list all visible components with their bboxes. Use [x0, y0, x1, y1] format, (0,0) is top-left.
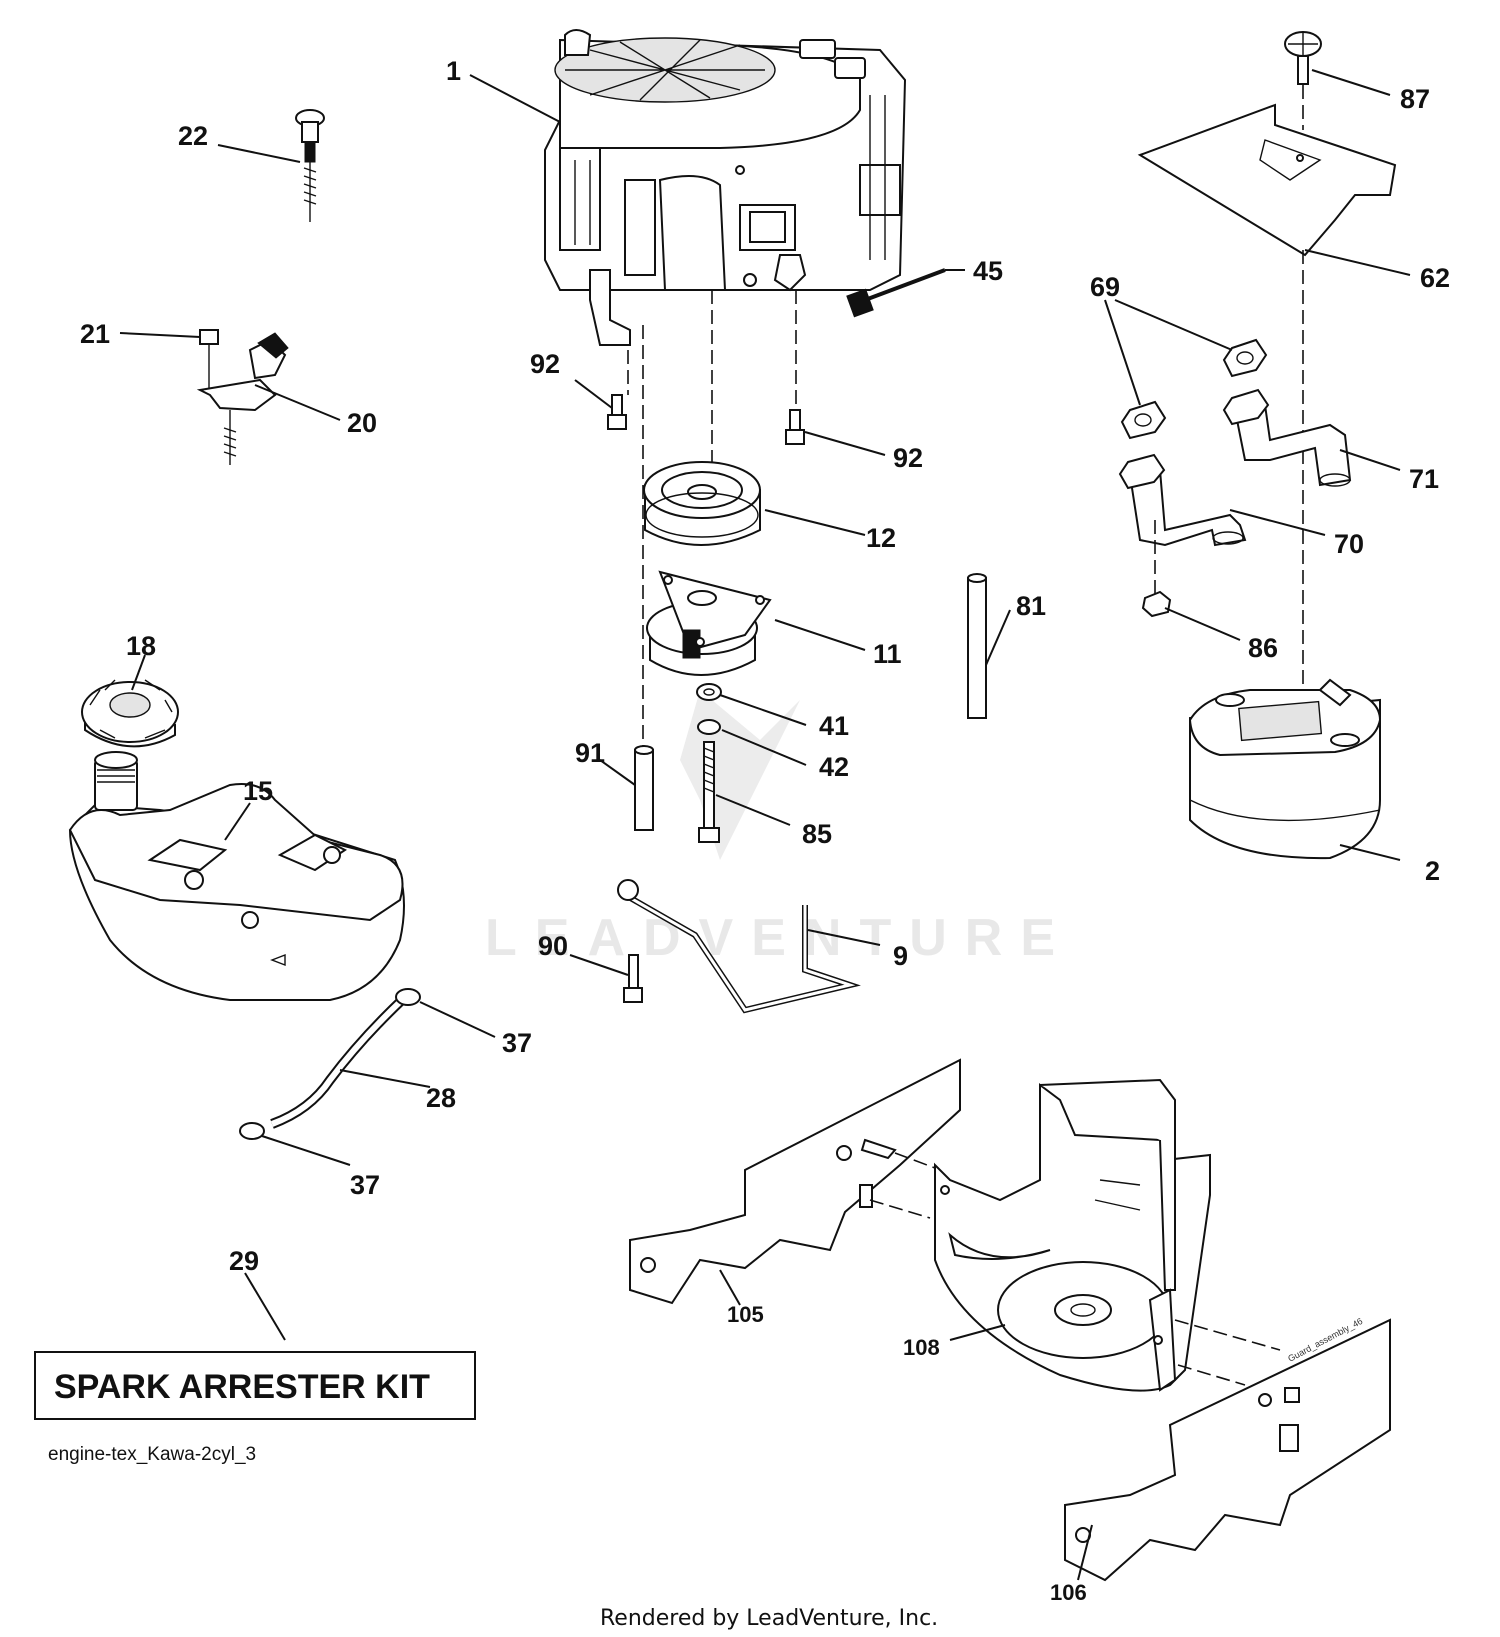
fuel-tank-part-15: [68, 751, 405, 1001]
callout-37-bottom: 37: [350, 1170, 380, 1200]
spark-arrester-kit-label: SPARK ARRESTER KIT: [54, 1368, 430, 1406]
callout-71: 71: [1409, 464, 1439, 494]
dipstick-part-22: [295, 109, 325, 222]
callout-81: 81: [1016, 591, 1046, 621]
callout-62: 62: [1420, 263, 1450, 293]
callout-90: 90: [538, 931, 568, 961]
callout-12: 12: [866, 523, 896, 553]
callout-42: 42: [819, 752, 849, 782]
fuel-line-part-28: [270, 996, 406, 1129]
fuel-cap-part-18: [81, 679, 179, 748]
callout-20: 20: [347, 408, 377, 438]
callout-21: 21: [80, 319, 110, 349]
callout-91: 91: [575, 738, 605, 768]
exhaust-pipe-part-70: [1118, 453, 1247, 547]
callouts: 1 22 21 20 92 92 45 12 11 41 42 85 91 81…: [80, 56, 1450, 1605]
watermark: LEADVENTURE: [485, 690, 1073, 967]
leader-lines: [119, 69, 1411, 1581]
callout-37-top: 37: [502, 1028, 532, 1058]
clutch-part-11: [646, 570, 772, 676]
washer-part-41: [696, 683, 722, 701]
guard-part-108: [934, 1078, 1211, 1392]
callout-11: 11: [873, 639, 902, 669]
knob-part-87: [1284, 31, 1322, 85]
gasket-part-69-b: [1222, 338, 1268, 378]
reference-code: engine-tex_Kawa-2cyl_3: [48, 1444, 256, 1465]
callout-28: 28: [426, 1083, 456, 1113]
engine-part-1: [544, 29, 907, 346]
gasket-part-69-a: [1120, 400, 1167, 440]
callout-29: 29: [229, 1246, 259, 1276]
callout-106: 106: [1050, 1580, 1087, 1605]
callout-9: 9: [893, 941, 908, 971]
exhaust-pipe-part-71: [1222, 388, 1352, 487]
clamp-part-37-bottom: [239, 1122, 265, 1140]
callout-2: 2: [1425, 856, 1440, 886]
callout-85: 85: [802, 819, 832, 849]
rod-part-9: [617, 879, 861, 1014]
callout-105: 105: [727, 1302, 764, 1327]
bolt-part-90: [623, 954, 643, 1003]
bolt-part-92-left: [607, 394, 627, 430]
callout-92-left: 92: [530, 349, 560, 379]
callout-22: 22: [178, 121, 208, 151]
footer-credit: Rendered by LeadVenture, Inc.: [600, 1606, 938, 1631]
callout-70: 70: [1334, 529, 1364, 559]
callout-45: 45: [973, 256, 1003, 286]
pulley-part-12: [643, 461, 761, 546]
callout-86: 86: [1248, 633, 1278, 663]
spacer-part-91: [634, 745, 654, 831]
washer-part-42: [697, 719, 721, 735]
callout-18: 18: [126, 631, 156, 661]
clamp-part-37-top: [395, 988, 421, 1006]
sensor-part-45: [846, 268, 946, 318]
callout-1: 1: [446, 56, 461, 86]
callout-87: 87: [1400, 84, 1430, 114]
bolt-part-85: [698, 741, 720, 843]
choke-bracket-part-20: [196, 329, 289, 465]
heat-shield-part-62: [1137, 103, 1397, 257]
watermark-text: LEADVENTURE: [485, 909, 1073, 967]
callout-15: 15: [243, 776, 273, 806]
spark-arrester-kit-box: SPARK ARRESTER KIT: [34, 1351, 476, 1420]
nut-part-86: [1141, 590, 1172, 618]
callout-41: 41: [819, 711, 849, 741]
callout-108: 108: [903, 1335, 940, 1360]
bolt-part-92-right: [785, 409, 805, 445]
callout-92-right: 92: [893, 443, 923, 473]
bracket-part-105: [629, 1058, 961, 1305]
rod-part-81: [967, 573, 987, 719]
muffler-part-2: [1188, 678, 1382, 860]
callout-69: 69: [1090, 272, 1120, 302]
